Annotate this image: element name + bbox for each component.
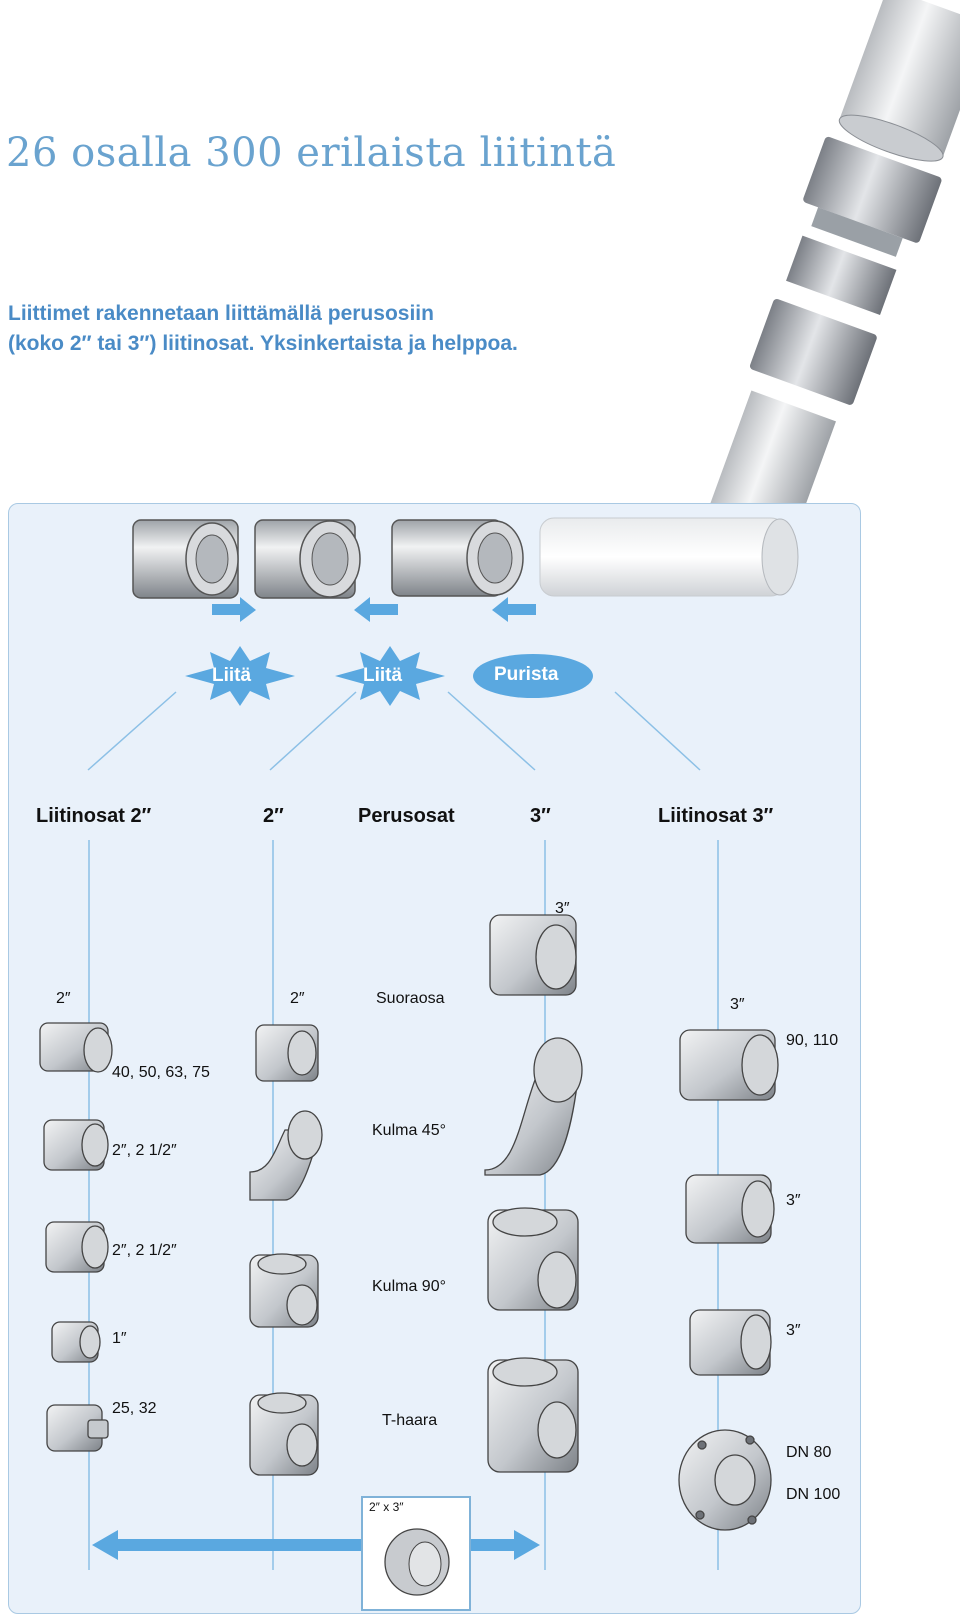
fitting-2-label-1: 40, 50, 63, 75 [112,1064,210,1081]
subtitle-line-1: Liittimet rakennetaan liittämällä peruso… [8,302,434,325]
fitting-2-label-5: 25, 32 [112,1400,157,1417]
fitting-3-label-4b: DN 100 [786,1486,841,1503]
assembly-illustration [87,517,799,771]
step-label-2: Liitä [363,665,403,686]
page-title: 26 osalla 300 erilaista liitintä [6,130,617,176]
fitting-3-label-3: 3″ [786,1322,801,1339]
base-part-elbow-45: Kulma 45° [372,1122,446,1139]
header-base-2: 2″ [263,805,284,827]
fitting-2-label-3: 2″, 2 1/2″ [112,1242,177,1259]
adapter-label: 2″ x 3″ [369,1500,404,1514]
step-badge-2-starburst [335,646,445,706]
header-fittings-2: Liitinosat 2″ [36,805,152,827]
adapter-box: 2″ x 3″ [361,1496,471,1611]
adapter-illustration [384,1528,450,1596]
fitting-2-label-4: 1″ [112,1330,127,1347]
fitting-2-size-label: 2″ [56,990,71,1007]
fitting-3-label-1: 90, 110 [786,1032,839,1049]
base-part-tee: T-haara [382,1412,438,1429]
base-3-size-label: 3″ [555,900,570,917]
step-badge-1-starburst [185,646,295,706]
fitting-3-label-4a: DN 80 [786,1444,832,1461]
step-label-3: Purista [494,664,559,685]
fitting-3-size-label: 3″ [730,996,745,1013]
header-base-parts: Perusosat [358,805,455,827]
header-fittings-3: Liitinosat 3″ [658,805,774,827]
step-badge-3-oval [473,654,593,698]
subtitle-line-2: (koko 2″ tai 3″) liitinosat. Yksinkertai… [8,332,518,355]
header-base-3: 3″ [530,805,551,827]
base-2-size-label: 2″ [290,990,305,1007]
base-part-elbow-90: Kulma 90° [372,1278,446,1295]
fitting-2-label-2: 2″, 2 1/2″ [112,1142,177,1159]
step-label-1: Liitä [212,665,252,686]
base-part-straight: Suoraosa [376,990,445,1007]
fitting-3-label-2: 3″ [786,1192,801,1209]
